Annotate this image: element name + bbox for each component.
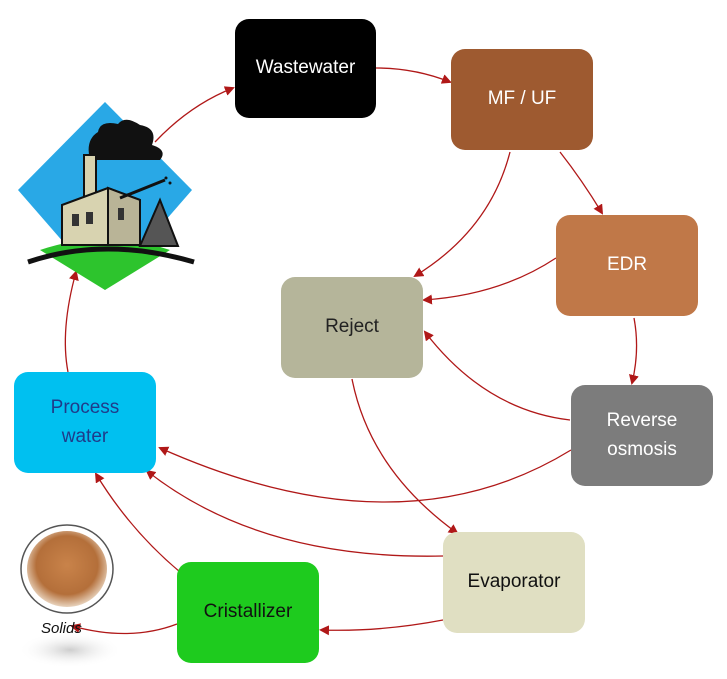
arrow-mfuf-to-reject xyxy=(413,151,511,278)
arrow-mfuf-to-edr xyxy=(559,151,604,215)
node-reverse-osmosis: Reverse osmosis xyxy=(571,385,713,486)
node-reverse-osmosis-label-2: osmosis xyxy=(607,438,677,460)
arrow-edr-to-ro xyxy=(629,317,639,385)
node-wastewater: Wastewater xyxy=(235,19,376,118)
arrow-evaporator-to-cristallizer xyxy=(319,619,444,636)
node-cristallizer: Cristallizer xyxy=(177,562,319,663)
node-cristallizer-label: Cristallizer xyxy=(203,601,293,623)
arrow-evaporator-to-process-water xyxy=(145,469,444,557)
node-reject: Reject xyxy=(281,277,423,378)
node-reject-label: Reject xyxy=(325,316,379,338)
arrow-ro-to-reject xyxy=(423,330,571,421)
node-mf-uf-label: MF / UF xyxy=(487,88,557,110)
arrow-cristallizer-to-solids xyxy=(70,623,178,635)
node-mf-uf: MF / UF xyxy=(451,49,593,150)
arrow-factory-to-wastewater xyxy=(154,86,235,143)
node-wastewater-label: Wastewater xyxy=(255,57,356,79)
node-process-water-label-2: water xyxy=(61,425,109,447)
arrow-cristallizer-to-process-water xyxy=(94,472,181,573)
node-evaporator: Evaporator xyxy=(443,532,585,633)
arrow-wastewater-to-mfuf xyxy=(375,67,452,84)
node-evaporator-label: Evaporator xyxy=(467,571,561,593)
node-process-water-label-1: Process xyxy=(50,397,120,418)
arrow-edr-to-reject xyxy=(422,257,557,305)
arrow-ro-to-process-water xyxy=(158,446,572,503)
arrow-process-water-to-factory xyxy=(64,270,79,373)
node-edr: EDR xyxy=(556,215,698,316)
node-reverse-osmosis-label-1: Reverse xyxy=(606,410,678,431)
node-process-water: Process water xyxy=(14,372,156,473)
node-edr-label: EDR xyxy=(606,254,648,276)
solids-label: Solids xyxy=(41,620,82,637)
arrow-reject-to-evaporator xyxy=(351,378,459,535)
